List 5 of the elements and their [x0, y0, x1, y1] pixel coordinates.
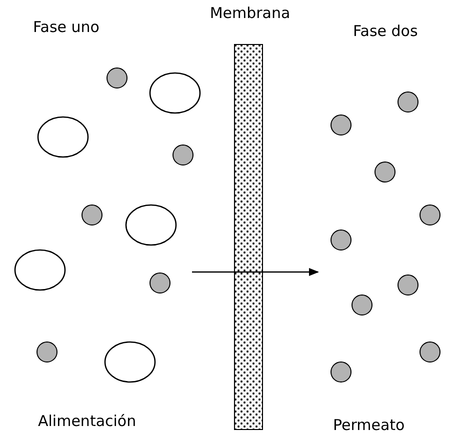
- phase-label: Alimentación: [38, 411, 136, 432]
- membrane-title: Membrana: [208, 3, 292, 24]
- phase-label: Fase dos: [353, 21, 418, 42]
- phase-label: Permeato: [333, 415, 405, 436]
- phase-label: Fase uno: [33, 17, 100, 38]
